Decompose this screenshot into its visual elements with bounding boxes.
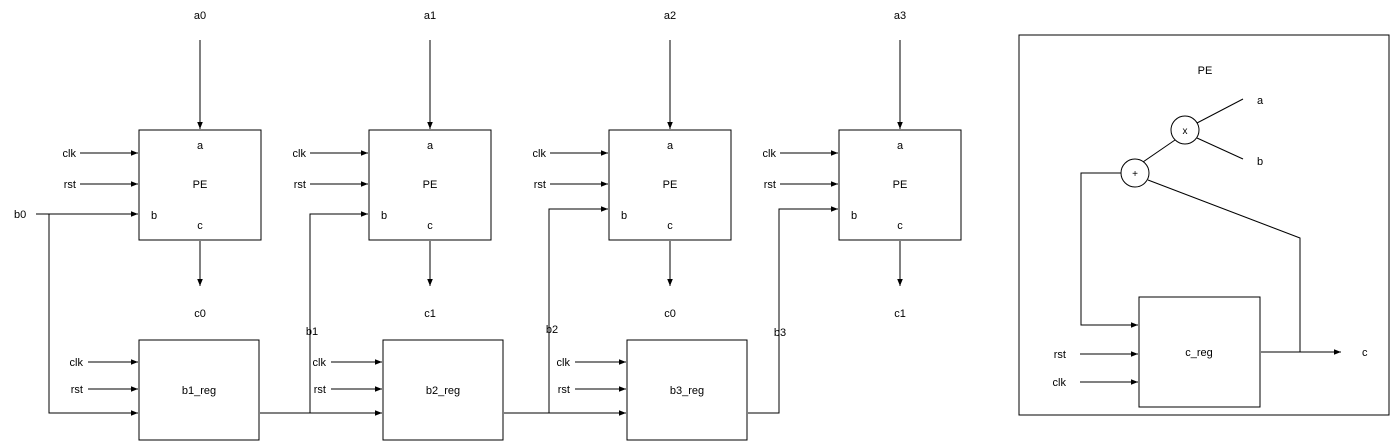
pe1-block	[138, 129, 262, 241]
register-b1: b1_reg clk rst b1	[70, 211, 382, 441]
detail-output-c-label: c	[1362, 347, 1368, 359]
pe-unit-2: a1 a PE c b clk rst c1	[293, 10, 492, 320]
detail-clk-label: clk	[1053, 377, 1067, 389]
b1-reg-clk-label: clk	[70, 357, 84, 369]
pe2-port-b: b	[381, 210, 387, 222]
pe4-port-a: a	[897, 140, 904, 152]
b3-reg-block	[626, 339, 748, 441]
register-b3: b3_reg clk rst b3	[557, 206, 838, 441]
pe4-port-b: b	[851, 210, 857, 222]
b2-reg-clk-label: clk	[313, 357, 327, 369]
pe-unit-3: a2 a PE c b clk rst c0	[533, 10, 732, 320]
b2-reg-rst-label: rst	[314, 384, 326, 396]
multiplier-symbol: x	[1183, 126, 1188, 137]
pe3-rst-label: rst	[534, 179, 546, 191]
b2-reg-label: b2_reg	[426, 385, 460, 397]
pe1-input-a-label: a0	[194, 10, 206, 22]
pe3-label: PE	[663, 179, 678, 191]
pe3-port-b: b	[621, 210, 627, 222]
multiplier-node	[1170, 115, 1200, 145]
pe1-label: PE	[193, 179, 208, 191]
b1-reg-rst-label: rst	[71, 384, 83, 396]
pe1-port-c: c	[197, 220, 203, 232]
pe2-output-c-label: c1	[424, 308, 436, 320]
detail-input-a-label: a	[1257, 95, 1264, 107]
pe2-port-c: c	[427, 220, 433, 232]
b0-input: b0	[14, 209, 138, 416]
pe4-label: PE	[893, 179, 908, 191]
pe4-output-c-label: c1	[894, 308, 906, 320]
pe4-input-a-label: a3	[894, 10, 906, 22]
b1-wire-label: b1	[306, 326, 318, 338]
pe-unit-1: a0 a PE c b clk rst c0	[63, 10, 262, 320]
pe-unit-4: a3 a PE c b clk rst c1	[763, 10, 962, 320]
pe4-clk-label: clk	[763, 148, 777, 160]
register-b2: b2_reg clk rst b2	[313, 206, 626, 441]
b3-reg-label: b3_reg	[670, 385, 704, 397]
b2-wire-label: b2	[546, 324, 558, 336]
pe3-output-c-label: c0	[664, 308, 676, 320]
pe2-block	[368, 129, 492, 241]
pe3-clk-label: clk	[533, 148, 547, 160]
b1-reg-label: b1_reg	[182, 385, 216, 397]
pe2-clk-label: clk	[293, 148, 307, 160]
pe-detail-panel: PE x a b + c_reg rst clk c	[1018, 34, 1390, 416]
c-reg-block	[1138, 296, 1261, 408]
adder-symbol: +	[1132, 169, 1138, 180]
b0-label: b0	[14, 209, 26, 221]
pe3-block	[608, 129, 732, 241]
detail-input-b-label: b	[1257, 156, 1263, 168]
b3-wire-label: b3	[774, 327, 786, 339]
pe1-port-b: b	[151, 210, 157, 222]
pe1-clk-label: clk	[63, 148, 77, 160]
b3-reg-rst-label: rst	[558, 384, 570, 396]
b1-reg-block	[138, 339, 260, 441]
detail-rst-label: rst	[1054, 349, 1066, 361]
pe2-input-a-label: a1	[424, 10, 436, 22]
pe1-rst-label: rst	[64, 179, 76, 191]
pe4-block	[838, 129, 962, 241]
pe2-rst-label: rst	[294, 179, 306, 191]
pe2-port-a: a	[427, 140, 434, 152]
b2-reg-block	[382, 339, 504, 441]
c-reg-label: c_reg	[1185, 347, 1213, 359]
b3-reg-clk-label: clk	[557, 357, 571, 369]
pe1-output-c-label: c0	[194, 308, 206, 320]
pe4-rst-label: rst	[764, 179, 776, 191]
pe3-port-c: c	[667, 220, 673, 232]
pe1-port-a: a	[197, 140, 204, 152]
pe-detail-title: PE	[1198, 65, 1213, 77]
pe3-port-a: a	[667, 140, 674, 152]
pe4-port-c: c	[897, 220, 903, 232]
pe3-input-a-label: a2	[664, 10, 676, 22]
pe2-label: PE	[423, 179, 438, 191]
